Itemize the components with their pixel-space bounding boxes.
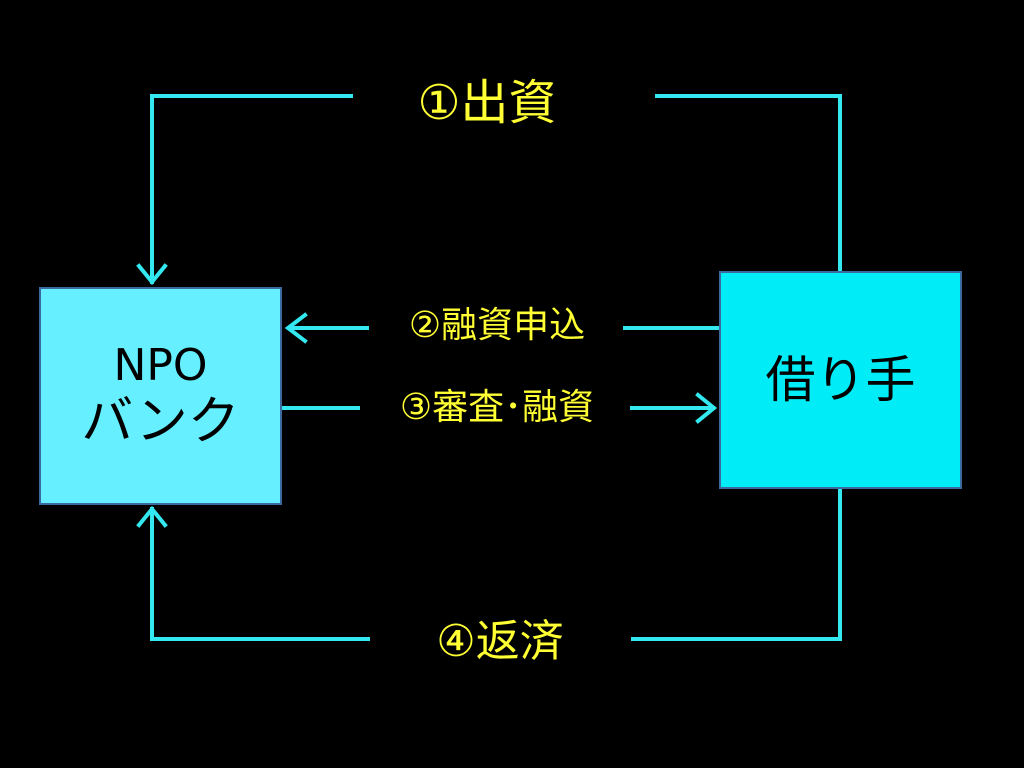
loan-application-label: ②融資申込 (408, 305, 586, 346)
review-financing-label: ③審査･融資 (399, 387, 595, 428)
investment-label: ①出資 (417, 75, 557, 131)
loan-application-arrowhead (284, 312, 308, 344)
investment-line-right (655, 94, 842, 273)
repayment-arrowhead (136, 505, 168, 528)
repayment-line-left (150, 507, 370, 641)
borrower-label: 借り手 (765, 351, 916, 409)
repayment-label: ④返済 (436, 616, 564, 667)
npo-bank-label-line1: NPO (113, 340, 208, 391)
repayment-line-right (631, 487, 842, 641)
investment-arrowhead (136, 263, 168, 286)
npo-bank-box: NPO バンク (39, 287, 282, 505)
npo-bank-label-line2: バンク (81, 392, 240, 452)
investment-line-left (150, 94, 353, 284)
review-financing-arrowhead (695, 392, 718, 424)
borrower-box: 借り手 (719, 271, 962, 489)
